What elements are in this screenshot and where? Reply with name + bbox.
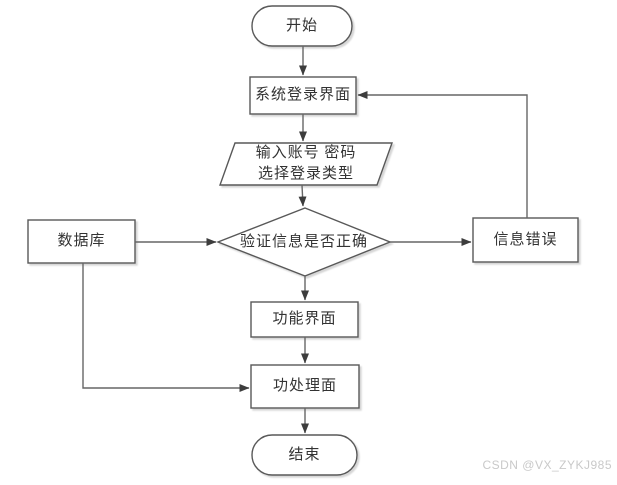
process-process-shape [250, 364, 360, 409]
login-process-shape [249, 76, 357, 115]
error-process-shape [472, 217, 579, 263]
csdn-watermark: CSDN @VX_ZYKJ985 [482, 458, 612, 472]
database-process-shape [27, 219, 136, 264]
function-process-shape [250, 301, 359, 338]
edge-database-process [82, 263, 250, 392]
start-terminator-shape [251, 5, 353, 47]
edge-error-login [357, 91, 528, 218]
input-io-parallelogram-shape [219, 142, 393, 186]
verify-decision-shape [216, 207, 392, 277]
edge-input-verify [298, 184, 307, 207]
end-terminator-shape [251, 434, 358, 476]
